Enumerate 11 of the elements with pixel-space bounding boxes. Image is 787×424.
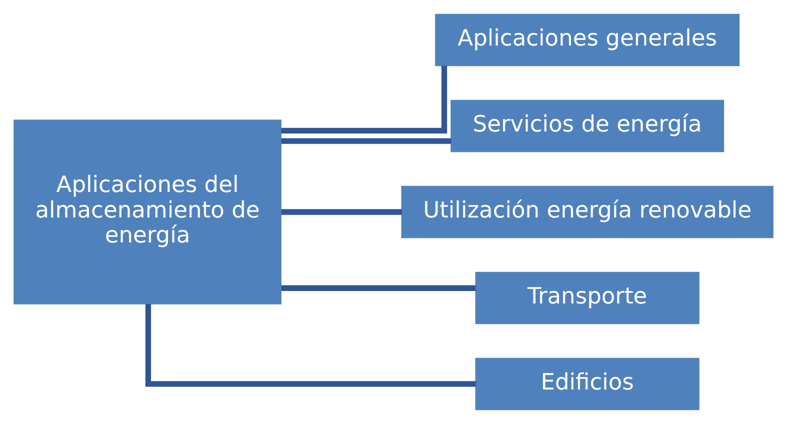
- connector: [281, 209, 402, 215]
- connector: [281, 138, 452, 144]
- node-box: Aplicaciones del almacenamiento de energía: [14, 120, 282, 304]
- node-box: Utilización energía renovable: [401, 186, 774, 238]
- connector: [145, 304, 476, 387]
- node-box: Transporte: [475, 272, 700, 324]
- node-box: Edificios: [475, 358, 700, 410]
- node-box: Servicios de energía: [450, 100, 724, 152]
- connector: [281, 285, 476, 291]
- node-box: Aplicaciones generales: [435, 14, 740, 66]
- connector: [281, 66, 448, 134]
